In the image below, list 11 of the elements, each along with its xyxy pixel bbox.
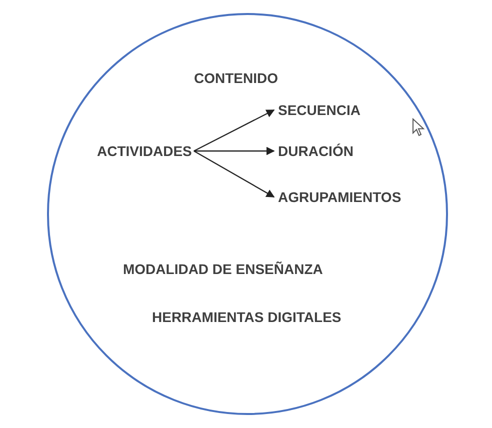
concept-label: HERRAMIENTAS DIGITALES bbox=[152, 310, 342, 324]
concept-label: ACTIVIDADES bbox=[97, 144, 192, 158]
concept-label: CONTENIDO bbox=[194, 71, 278, 85]
concept-label: AGRUPAMIENTOS bbox=[278, 190, 402, 204]
concept-label: SECUENCIA bbox=[278, 103, 360, 117]
arrow bbox=[194, 146, 275, 156]
concept-label: MODALIDAD DE ENSEÑANZA bbox=[123, 262, 323, 276]
circle-outline bbox=[47, 13, 448, 415]
arrow bbox=[194, 109, 275, 152]
concept-label: DURACIÓN bbox=[278, 144, 354, 158]
arrow bbox=[194, 150, 275, 198]
